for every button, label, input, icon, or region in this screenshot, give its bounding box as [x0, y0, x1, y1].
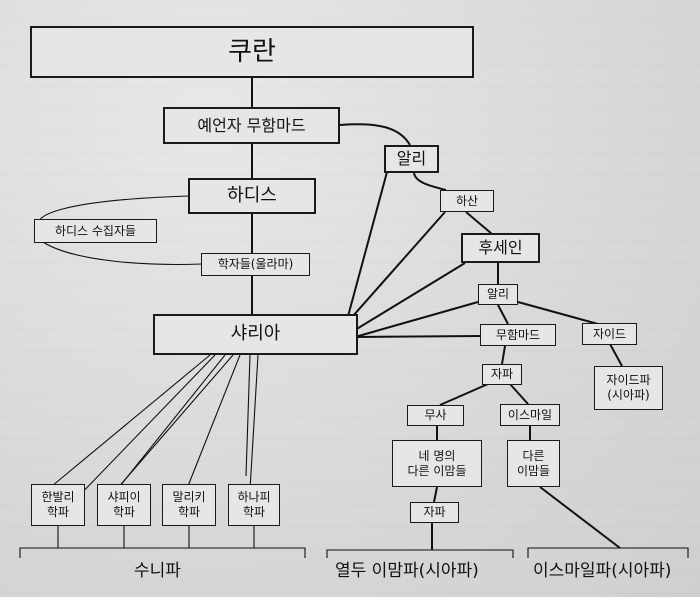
node-hadith: 하디스	[188, 178, 316, 214]
node-hanbali: 한발리 학파	[31, 484, 85, 526]
node-jafar-top: 자파	[482, 364, 522, 385]
node-scholars: 학자들(울라마)	[201, 253, 310, 276]
node-ismail: 이스마일	[500, 404, 560, 426]
node-zaidi: 자이드파 (시아파)	[594, 366, 663, 410]
node-zaid: 자이드	[582, 323, 637, 345]
node-musa: 무사	[407, 405, 464, 426]
node-shafii: 샤피이 학파	[97, 484, 151, 526]
node-ali-top: 알리	[384, 145, 439, 173]
node-maliki: 말리키 학파	[162, 484, 216, 526]
node-prophet: 예언자 무함마드	[163, 107, 340, 144]
node-hanafi: 하나피 학파	[228, 484, 280, 526]
node-husayn: 후세인	[461, 233, 540, 263]
node-hasan: 하산	[440, 190, 494, 212]
node-ali-mid: 알리	[478, 284, 518, 305]
node-muhammad: 무함마드	[480, 324, 556, 346]
node-four-imams: 네 명의 다른 이맘들	[392, 440, 482, 487]
label-sunni: 수니파	[134, 561, 181, 581]
label-ismaili: 이스마일파(시아파)	[533, 561, 672, 581]
node-quran: 쿠란	[30, 26, 474, 78]
label-twelver: 열두 이맘파(시아파)	[335, 561, 479, 581]
node-jafar-bottom: 자파	[410, 502, 459, 523]
node-hadith-collectors: 하디스 수집자들	[34, 219, 157, 243]
node-other-imams: 다른 이맘들	[507, 440, 560, 487]
node-sharia: 샤리아	[153, 314, 358, 355]
